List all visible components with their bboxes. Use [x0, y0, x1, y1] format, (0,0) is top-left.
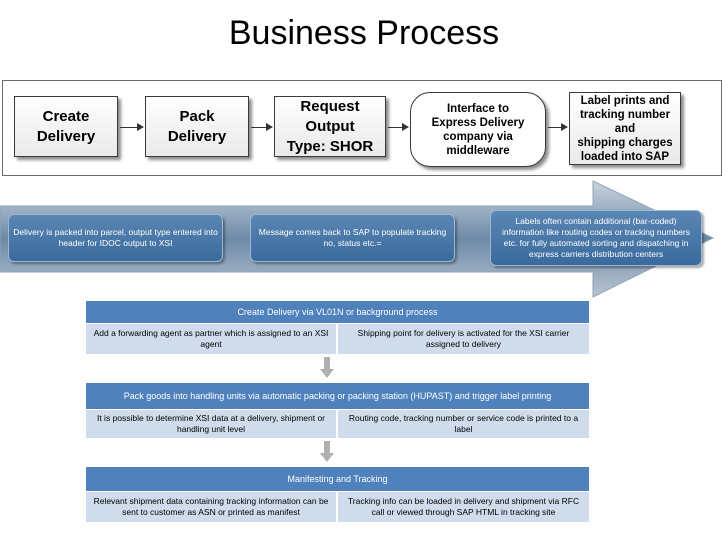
panel-cell-left: Relevant shipment data containing tracki… — [86, 492, 336, 522]
step-label: Delivery — [167, 127, 227, 145]
step-label: Express Delivery — [431, 116, 525, 129]
step-label-prints: Label prints and tracking number and shi… — [569, 92, 681, 165]
panel-header: Create Delivery via VL01N or background … — [86, 301, 589, 323]
step-label: loaded into SAP — [580, 150, 670, 163]
panel-cell-text: Routing code, tracking number or service… — [348, 413, 579, 434]
step-label: Request Output — [300, 97, 360, 135]
band-note-text: Delivery is packed into parcel, output t… — [13, 227, 218, 248]
panel-cell-right: Routing code, tracking number or service… — [338, 410, 589, 438]
panel-cell-text: Shipping point for delivery is activated… — [357, 328, 570, 349]
flow-connector — [548, 127, 562, 128]
panel-cell-text: It is possible to determine XSI data at … — [96, 413, 326, 434]
step-label: Create — [42, 107, 90, 125]
band-note-text: Message comes back to SAP to populate tr… — [258, 227, 447, 248]
panel-cell-text: Tracking info can be loaded in delivery … — [347, 496, 580, 517]
arrow-down-icon — [320, 369, 334, 378]
panel-cell-right: Tracking info can be loaded in delivery … — [338, 492, 589, 522]
arrow-right-icon — [402, 123, 409, 131]
band-note-labels: Labels often contain additional (bar-cod… — [490, 210, 702, 266]
step-label: Interface to — [446, 102, 509, 115]
step-label: Label prints and — [580, 94, 670, 107]
step-label: shipping charges — [577, 136, 673, 149]
down-arrow-stem — [324, 441, 330, 453]
flow-connector — [251, 127, 267, 128]
panel-cell-text: Add a forwarding agent as partner which … — [93, 328, 329, 349]
band-note-text: Labels often contain additional (bar-cod… — [501, 216, 691, 259]
step-label: middleware — [446, 144, 510, 157]
panel-header: Manifesting and Tracking — [86, 467, 589, 491]
arrow-right-icon — [266, 123, 273, 131]
step-label: Type: SHOR — [286, 137, 374, 155]
flow-connector — [388, 127, 403, 128]
arrow-down-icon — [320, 453, 334, 462]
panel-cell-text: Relevant shipment data containing tracki… — [93, 496, 329, 517]
arrow-right-icon — [561, 123, 568, 131]
step-pack-delivery: Pack Delivery — [145, 96, 249, 157]
arrow-right-icon — [137, 123, 144, 131]
panel-cell-left: It is possible to determine XSI data at … — [86, 410, 336, 438]
step-label: Pack — [179, 107, 215, 125]
panel-cell-right: Shipping point for delivery is activated… — [338, 324, 589, 354]
panel-header: Pack goods into handling units via autom… — [86, 383, 589, 409]
flow-connector — [120, 127, 138, 128]
step-label: tracking number and — [579, 108, 671, 135]
step-request-output: Request Output Type: SHOR — [274, 96, 386, 157]
panel-header-text: Manifesting and Tracking — [287, 474, 388, 484]
panel-cell-left: Add a forwarding agent as partner which … — [86, 324, 336, 354]
step-create-delivery: Create Delivery — [14, 96, 118, 157]
panel-header-text: Create Delivery via VL01N or background … — [237, 307, 438, 317]
step-label: Delivery — [36, 127, 96, 145]
band-note-message: Message comes back to SAP to populate tr… — [250, 214, 455, 262]
step-label: company via — [443, 130, 513, 143]
step-interface-middleware: Interface to Express Delivery company vi… — [410, 92, 546, 167]
down-arrow-stem — [324, 357, 330, 369]
panel-header-text: Pack goods into handling units via autom… — [123, 391, 552, 401]
band-note-packing: Delivery is packed into parcel, output t… — [8, 214, 223, 262]
page-title: Business Process — [228, 14, 500, 52]
